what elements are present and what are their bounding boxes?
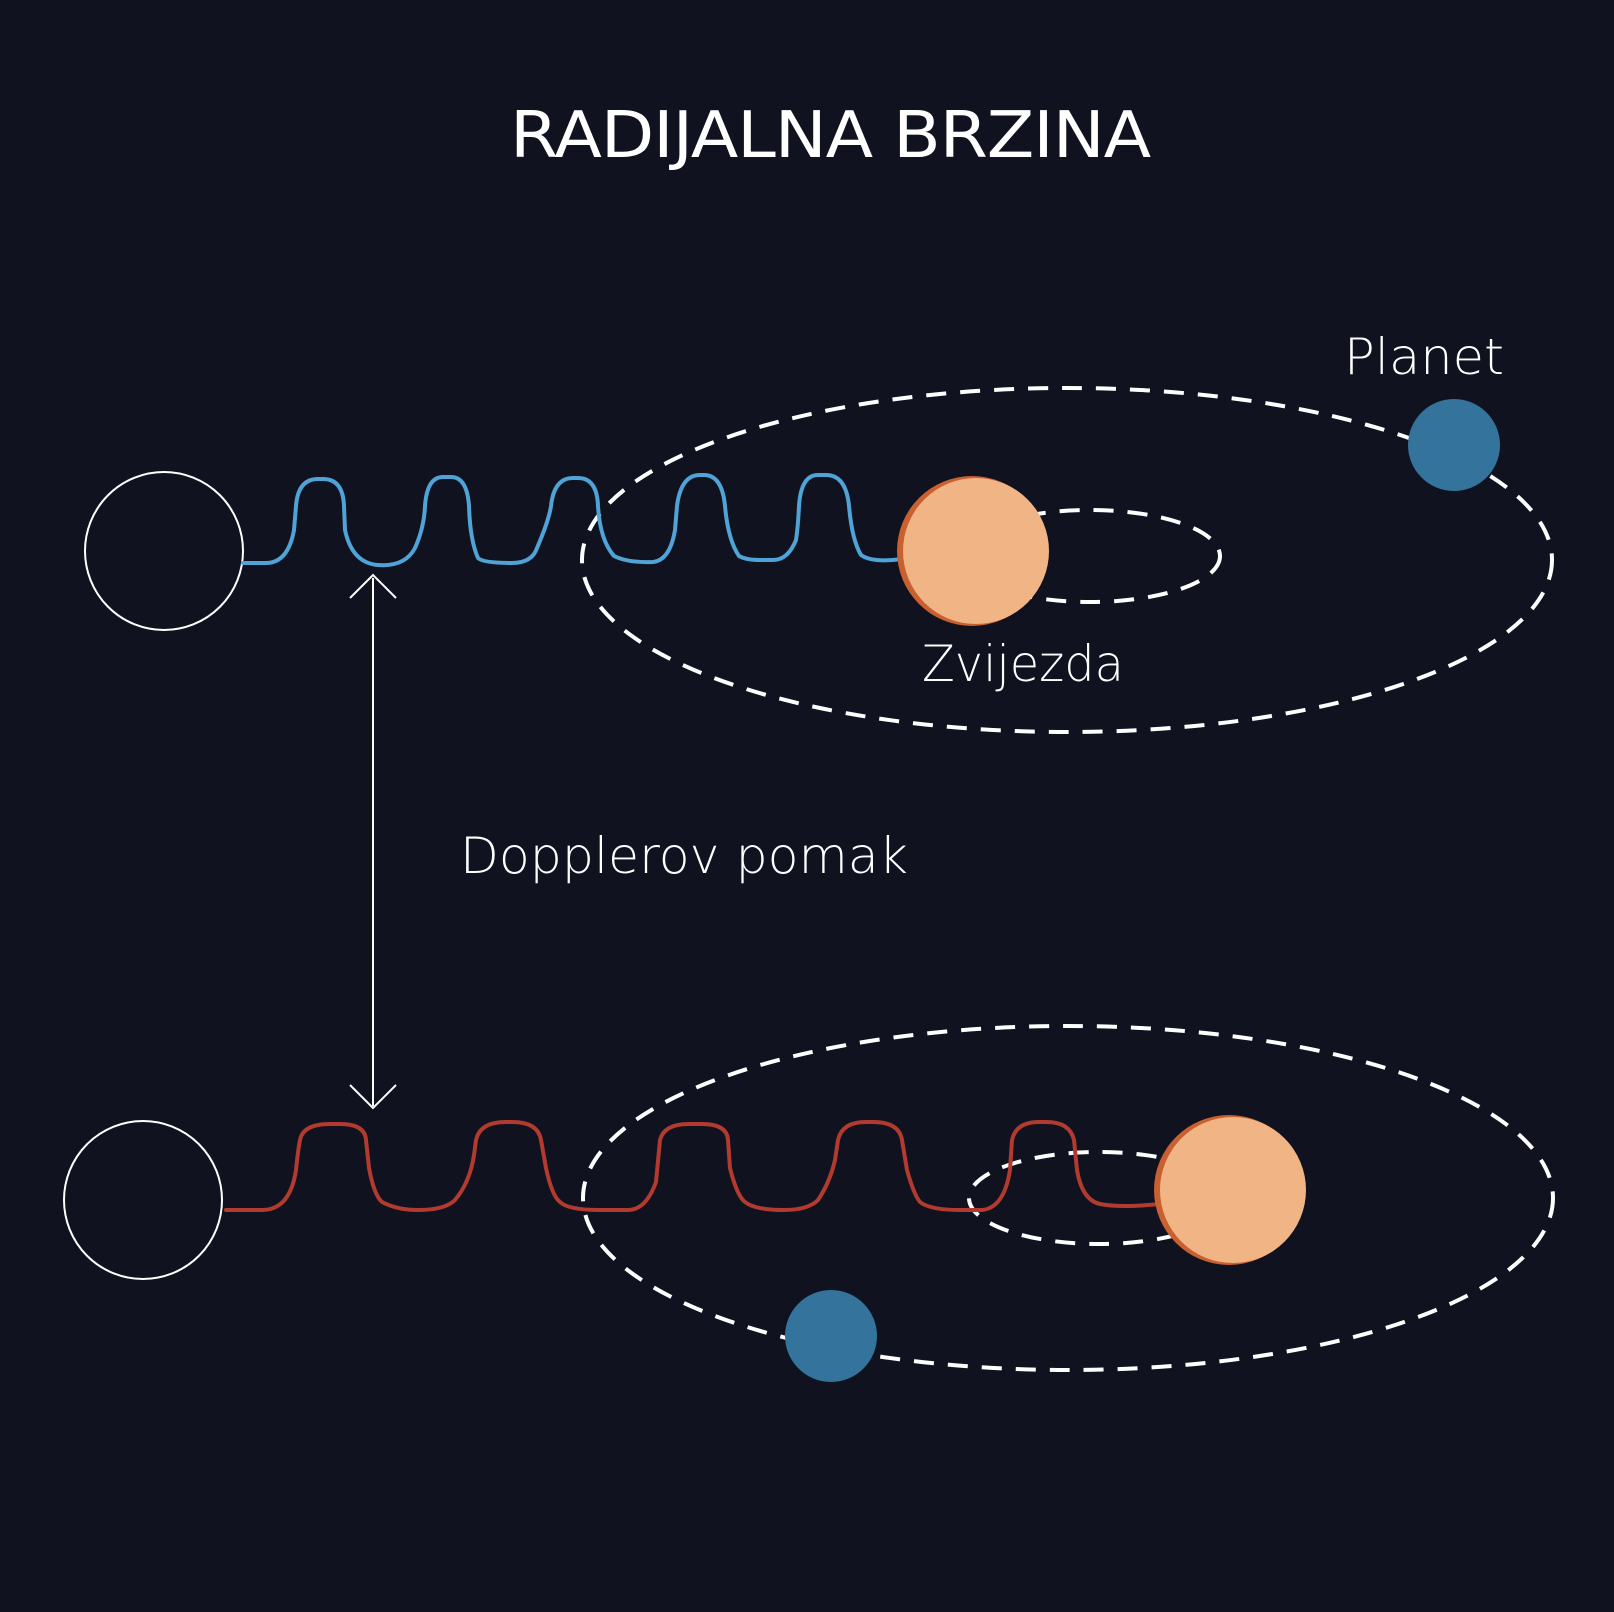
doppler-arrow-head-up [349,573,397,599]
doppler-label: Dopplerov pomak [460,827,908,885]
bottom-scene [63,1024,1555,1382]
star-top [903,478,1049,624]
doppler-arrow-head-down [349,1084,397,1110]
planet-top [1408,399,1500,491]
observer-top [84,471,244,631]
planet-orbit-top [580,386,1554,734]
star-orbit-top [958,508,1222,604]
planet-bottom [785,1290,877,1382]
star-bottom [1160,1117,1306,1263]
planet-orbit-bottom [581,1024,1555,1372]
star-label: Zvijezda [922,635,1124,693]
observer-bottom [63,1120,223,1280]
planet-label: Planet [1344,328,1504,386]
redshift-wave [224,1120,1162,1212]
diagram-title: RADIJALNA BRZINA [510,99,1151,173]
doppler-shift-arrow [349,573,397,1110]
blueshift-wave [241,473,904,568]
top-scene: Planet Zvijezda [84,328,1554,734]
